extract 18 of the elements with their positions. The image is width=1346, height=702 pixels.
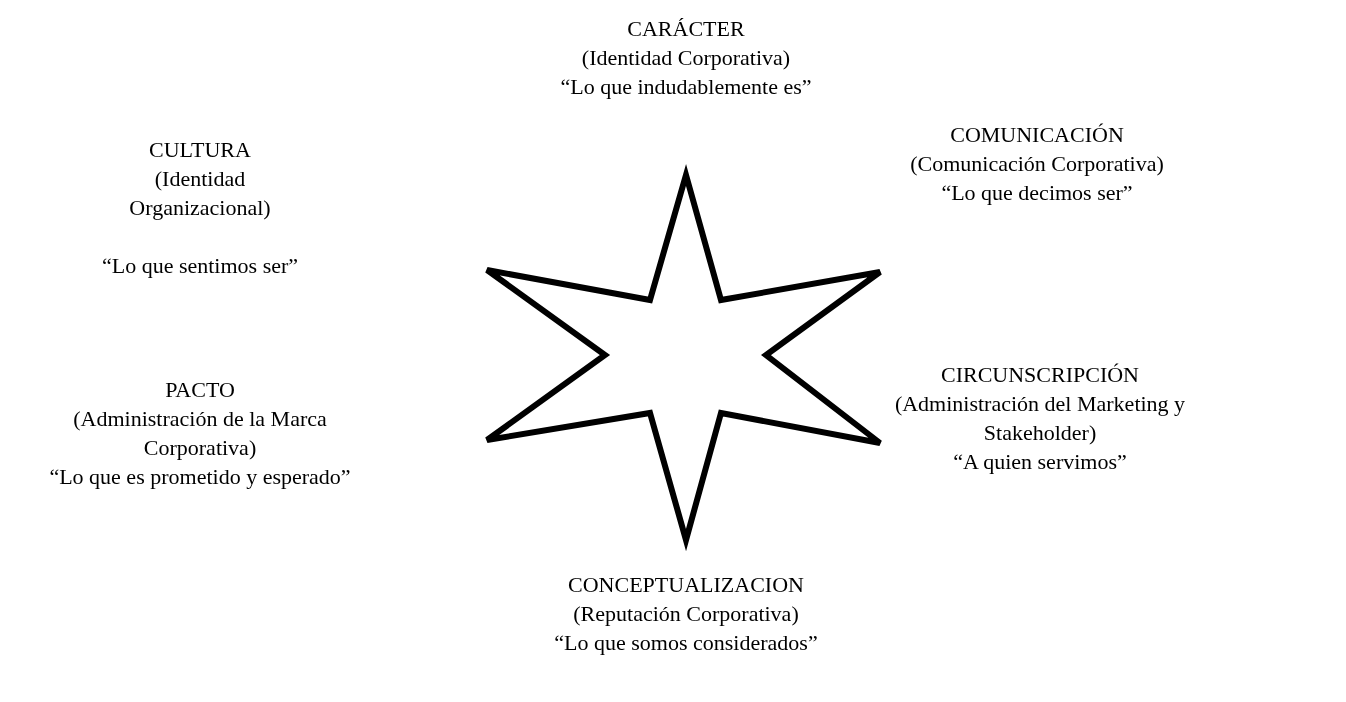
subtitle-text: (Identidad Corporativa) bbox=[580, 44, 792, 72]
heading-text: CONCEPTUALIZACION bbox=[567, 571, 805, 599]
heading-text: CARÁCTER bbox=[626, 15, 746, 43]
subtitle-text: (Comunicación Corporativa) bbox=[909, 150, 1165, 178]
subtitle-text: (Identidad Organizacional) bbox=[128, 165, 272, 222]
quote-text: “Lo que decimos ser” bbox=[940, 179, 1134, 207]
subtitle-text: (Administración de la Marca Corporativa) bbox=[72, 405, 328, 462]
quote-text: “Lo que sentimos ser” bbox=[100, 252, 300, 280]
heading-text: PACTO bbox=[164, 376, 236, 404]
subtitle-text: (Administración del Marketing y Stakeholder) bbox=[893, 390, 1187, 447]
quote-text: “Lo que es prometido y esperado” bbox=[48, 463, 352, 491]
quote-text: “Lo que somos considerados” bbox=[553, 629, 819, 657]
heading-text: CIRCUNSCRIPCIÓN bbox=[939, 361, 1140, 389]
quote-text: “Lo que indudablemente es” bbox=[559, 73, 813, 101]
subtitle-text: (Reputación Corporativa) bbox=[572, 600, 800, 628]
heading-text: CULTURA bbox=[148, 136, 252, 164]
quote-text: “A quien servimos” bbox=[952, 448, 1128, 476]
heading-text: COMUNICACIÓN bbox=[949, 121, 1125, 149]
